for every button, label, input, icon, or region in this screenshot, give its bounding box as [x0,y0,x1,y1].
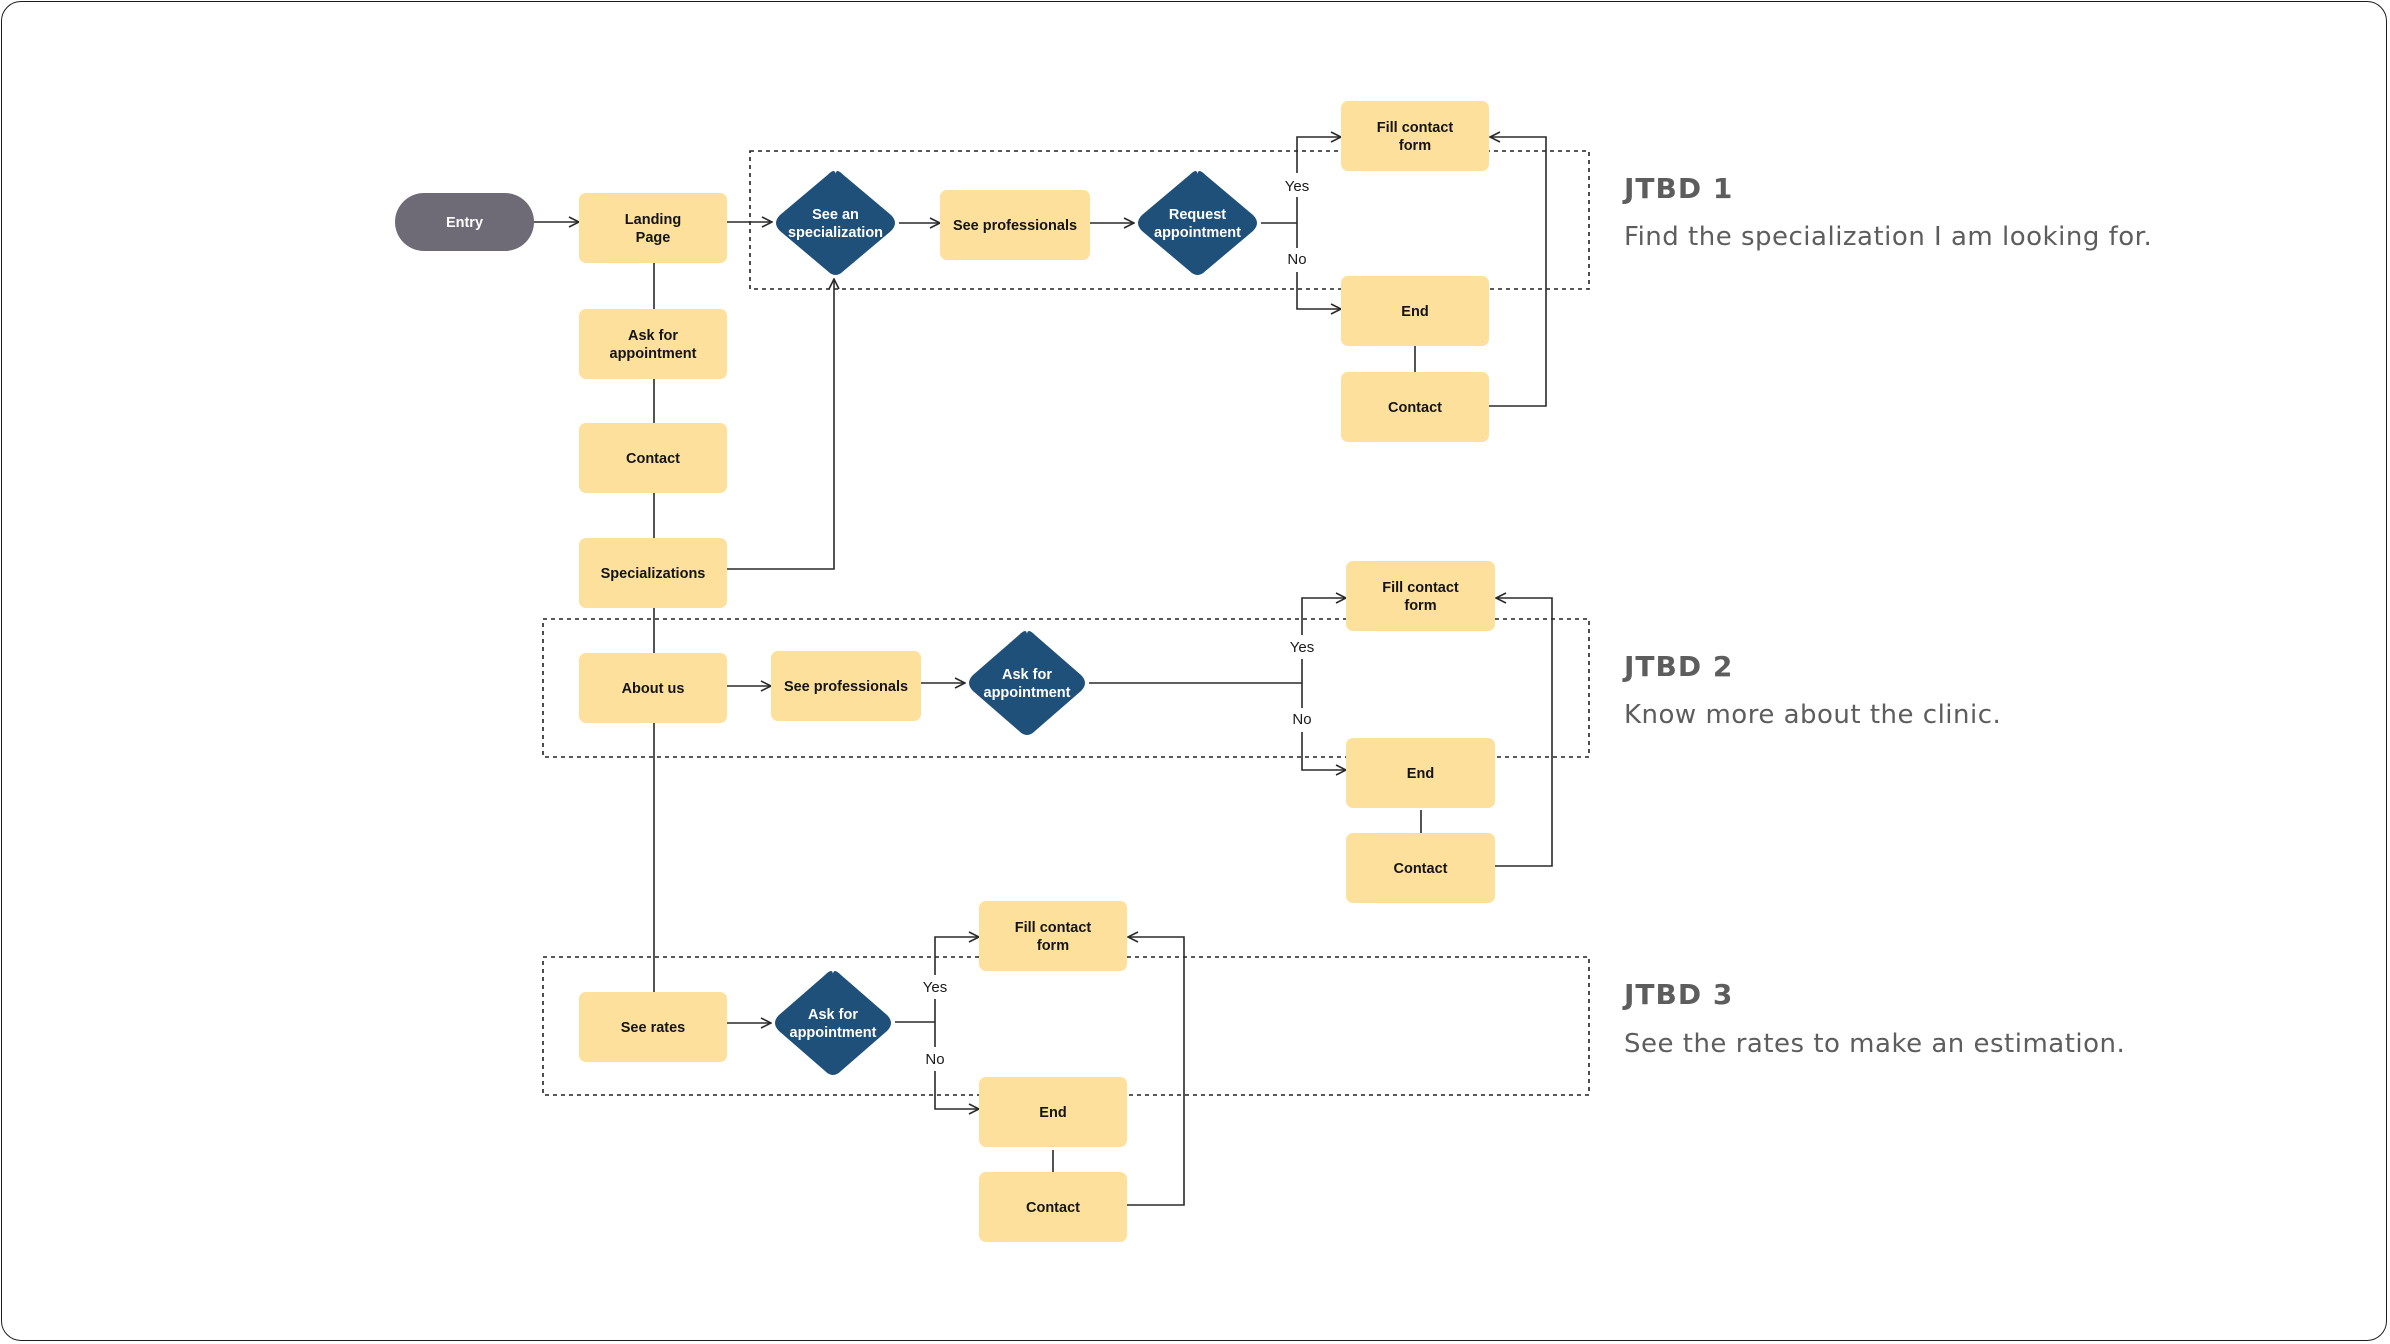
node-entry: Entry [395,193,534,251]
connector-contact-fill-form-3 [1127,937,1185,1206]
node-shape [969,631,1085,735]
node-j1-contact: Contact [1341,372,1489,442]
node-shape [579,992,727,1062]
jtbd1-description: Find the specialization I am looking for… [1624,222,2152,252]
edge-label-yes-1: Yes [1285,178,1309,195]
node-label: See professionals [784,679,908,695]
node-shape [776,171,895,275]
node-see-rates: See rates [579,992,727,1062]
node-label: End [1407,766,1434,782]
edge-label-no-3: No [925,1051,944,1068]
edge-label-no-1: No [1287,251,1306,268]
node-shape [1341,101,1489,171]
node-j3-contact: Contact [979,1172,1127,1242]
node-label: Contact [626,451,680,467]
node-shape [579,309,727,379]
jtbd3-description: See the rates to make an estimation. [1624,1029,2125,1059]
node-shape [1346,561,1495,631]
node-j1-see-professionals: See professionals [940,190,1090,260]
node-j2-end: End [1346,738,1495,808]
jtbd-annotations: JTBD 1 Find the specialization I am look… [1622,172,2152,1059]
node-shape [940,190,1090,260]
node-shape [395,193,534,251]
node-shape [579,653,727,723]
edge-label-yes-2: Yes [1290,639,1314,656]
node-label: End [1039,1105,1066,1121]
edge-labels: Yes No Yes No Yes No [919,173,1318,1071]
node-shape [1341,276,1489,346]
node-contact-main: Contact [579,423,727,493]
node-label: End [1401,304,1428,320]
node-shape [1341,372,1489,442]
jtbd2-group-box [542,618,1590,758]
jtbd1-title: JTBD 1 [1622,172,1733,205]
node-label: Entry [446,215,483,231]
connector-contact-fill-form-1 [1489,137,1547,407]
node-shape [1138,171,1257,275]
node-label: About us [622,681,685,697]
jtbd1-group-box [749,150,1590,290]
edge-label-no-2: No [1292,711,1311,728]
node-label: Specializations [601,566,706,582]
node-shape [1346,833,1495,903]
node-label: See rates [621,1020,686,1036]
connector-contact-fill-form-2 [1495,598,1553,867]
connector-specializations-to-specialization [727,279,834,570]
node-j2-see-professionals: See professionals [771,651,921,721]
jtbd2-description: Know more about the clinic. [1624,700,2001,730]
node-label: Contact [1388,400,1442,416]
jtbd2-title: JTBD 2 [1622,650,1733,683]
edge-label-yes-3: Yes [923,979,947,996]
node-j1-end: End [1341,276,1489,346]
node-label: Contact [1026,1200,1080,1216]
node-shape [579,538,727,608]
node-label: See professionals [953,218,1077,234]
node-shape [579,423,727,493]
node-shape [1346,738,1495,808]
node-specializations: Specializations [579,538,727,608]
node-shape [579,193,727,263]
jtbd3-title: JTBD 3 [1622,978,1733,1011]
node-j3-end: End [979,1077,1127,1147]
node-shape [979,1077,1127,1147]
node-shape [775,971,891,1075]
node-shape [771,651,921,721]
node-shape [979,901,1127,971]
node-label: Contact [1394,861,1448,877]
node-shape [979,1172,1127,1242]
node-about-us: About us [579,653,727,723]
node-j2-contact: Contact [1346,833,1495,903]
